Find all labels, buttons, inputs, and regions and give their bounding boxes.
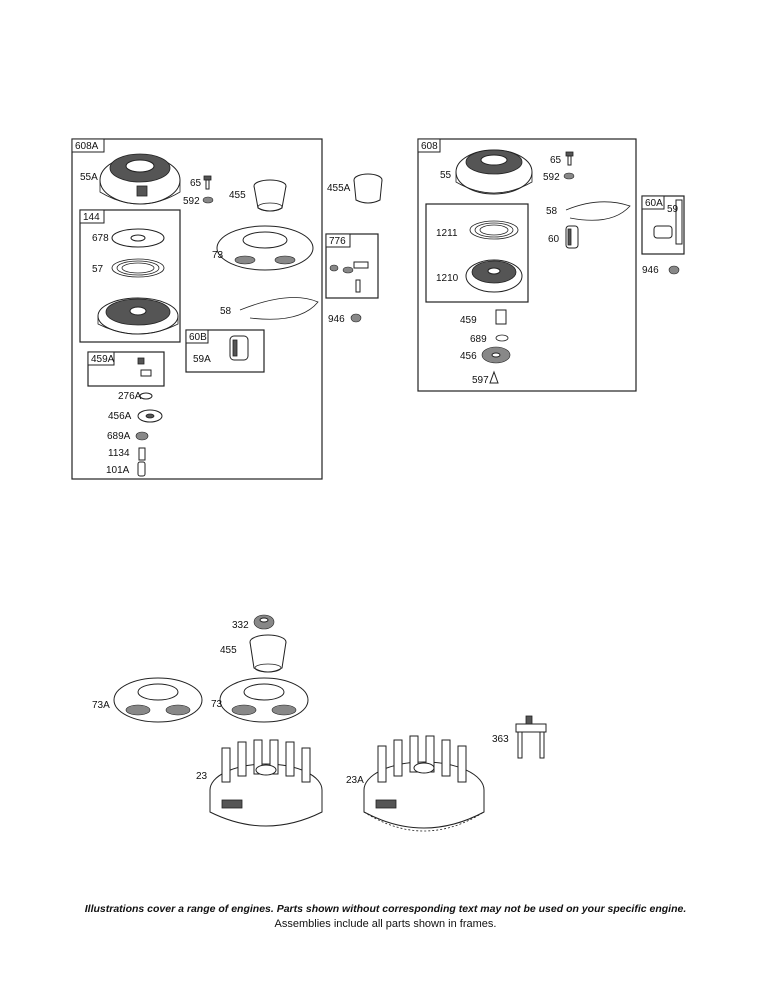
label-678: 678 xyxy=(92,233,109,244)
label-58-left: 58 xyxy=(220,306,232,317)
part-592-nut-right xyxy=(563,172,575,180)
label-1211: 1211 xyxy=(436,228,458,239)
part-276A-washer xyxy=(139,392,153,400)
part-65-bolt xyxy=(203,175,212,190)
part-459A-pawl xyxy=(137,357,152,377)
label-58-right: 58 xyxy=(546,206,558,217)
frame-776 xyxy=(325,233,379,299)
label-1210: 1210 xyxy=(436,273,459,284)
part-456-ratchet xyxy=(481,346,511,364)
tag-60A: 60A xyxy=(645,198,663,209)
label-23: 23 xyxy=(196,771,208,782)
part-23A-flywheel xyxy=(363,735,485,832)
label-592-right: 592 xyxy=(543,172,560,183)
label-276A: 276A xyxy=(118,391,142,402)
part-73-cover-lower xyxy=(219,677,309,723)
frame-pulley-assembly xyxy=(425,203,529,303)
tag-459A: 459A xyxy=(91,354,115,365)
label-23A: 23A xyxy=(346,775,364,786)
label-455A: 455A xyxy=(327,183,351,194)
label-592-left: 592 xyxy=(183,196,200,207)
assembly-608A: 608A 55A 65 592 455 144 xyxy=(71,138,323,480)
label-597: 597 xyxy=(472,375,489,386)
frame-60B xyxy=(185,329,265,373)
part-73A-cover xyxy=(113,677,203,723)
label-59A: 59A xyxy=(193,354,211,365)
part-332-nut xyxy=(253,614,275,630)
tag-608: 608 xyxy=(421,141,438,152)
disclaimer-text: Illustrations cover a range of engines. … xyxy=(84,903,687,915)
label-455-lower: 455 xyxy=(220,645,237,656)
part-73-cover xyxy=(216,225,314,271)
label-73-left: 73 xyxy=(212,250,224,261)
part-455-cup xyxy=(253,179,287,212)
part-946-nut-right xyxy=(668,265,680,275)
label-455-left: 455 xyxy=(229,190,246,201)
frame-144 xyxy=(79,209,181,343)
part-455-cup-lower xyxy=(249,634,287,673)
part-946-nut-left xyxy=(350,313,362,323)
tag-60B: 60B xyxy=(189,332,207,343)
label-456A: 456A xyxy=(108,411,132,422)
part-1134-pin xyxy=(138,447,146,461)
label-73-lower: 73 xyxy=(211,699,223,710)
part-23-flywheel xyxy=(209,739,323,827)
part-59A-handle xyxy=(229,335,249,361)
part-65-bolt-right xyxy=(565,151,574,166)
part-455A-cup xyxy=(353,173,383,204)
assembly-608: 608 55 65 592 58 60 1211 xyxy=(417,138,637,392)
part-689-spring xyxy=(495,334,509,342)
part-101A-screw xyxy=(137,461,146,477)
label-57: 57 xyxy=(92,264,104,275)
part-1210-pulley xyxy=(465,259,523,293)
tag-608A: 608A xyxy=(75,141,99,152)
label-456: 456 xyxy=(460,351,477,362)
frames-note: Assemblies include all parts shown in fr… xyxy=(274,918,497,930)
label-332: 332 xyxy=(232,620,249,631)
label-55A: 55A xyxy=(80,172,98,183)
frame-608A xyxy=(71,138,323,480)
part-60-handle xyxy=(565,225,579,249)
part-60A-handle xyxy=(653,199,683,245)
part-55-housing xyxy=(455,149,533,195)
part-456A-ratchet xyxy=(137,409,163,423)
part-363-bracket xyxy=(515,715,547,759)
part-58-rope-right xyxy=(565,201,631,221)
frame-608 xyxy=(417,138,637,392)
part-689A-spring xyxy=(135,431,149,441)
part-459-pawl xyxy=(495,309,507,325)
part-776-clamp xyxy=(329,261,369,293)
label-1134: 1134 xyxy=(108,448,130,459)
part-57-spring xyxy=(111,258,165,278)
label-101A: 101A xyxy=(106,465,130,476)
part-678-washer xyxy=(111,228,165,248)
label-689A: 689A xyxy=(107,431,131,442)
label-59: 59 xyxy=(667,204,679,215)
label-73A: 73A xyxy=(92,700,110,711)
label-689: 689 xyxy=(470,334,487,345)
part-597-screw xyxy=(489,370,499,384)
label-363: 363 xyxy=(492,734,509,745)
tag-776: 776 xyxy=(329,236,346,247)
label-459: 459 xyxy=(460,315,477,326)
frame-459A xyxy=(87,351,165,387)
part-55A-housing xyxy=(99,153,181,205)
tag-144: 144 xyxy=(83,212,100,223)
part-58-rope xyxy=(239,297,319,320)
label-55: 55 xyxy=(440,170,452,181)
label-65-left: 65 xyxy=(190,178,202,189)
label-60: 60 xyxy=(548,234,560,245)
label-946-right: 946 xyxy=(642,265,659,276)
part-pulley xyxy=(97,297,179,335)
label-65-right: 65 xyxy=(550,155,562,166)
part-592-nut xyxy=(202,196,214,204)
part-1211-spring xyxy=(469,220,519,240)
label-946-left: 946 xyxy=(328,314,345,325)
